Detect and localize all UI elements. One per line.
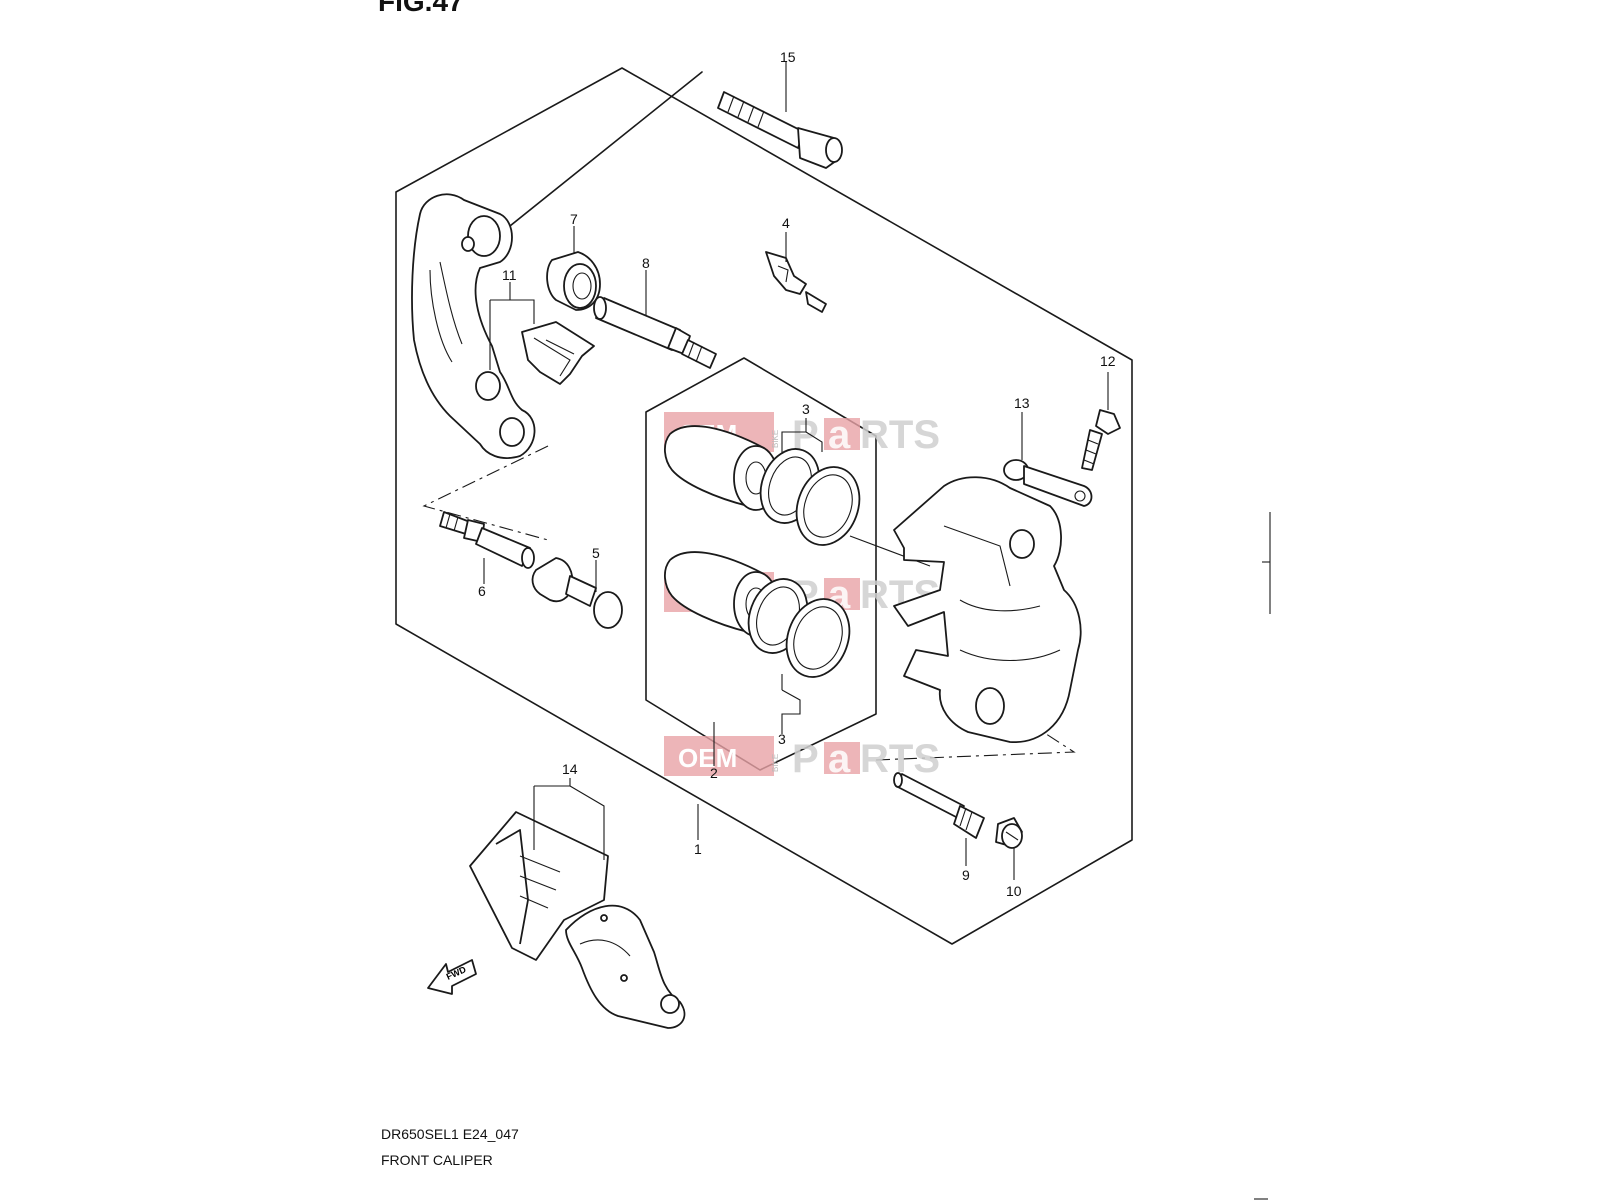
callout-7: 7 (570, 211, 578, 227)
seal-upper-outer (795, 466, 861, 546)
pin-part-9 (893, 772, 985, 839)
svg-text:a: a (828, 413, 851, 457)
callout-10: 10 (1006, 883, 1022, 899)
piston-kit-outline (645, 357, 877, 771)
callout-2: 2 (710, 765, 718, 781)
callout-1: 1 (694, 841, 702, 857)
bolt-guide-line (479, 71, 703, 251)
callout-12: 12 (1100, 353, 1116, 369)
callout-5: 5 (592, 545, 600, 561)
plug-part-10 (995, 817, 1023, 849)
fwd-arrow-icon: FWD (427, 959, 477, 995)
svg-text:RTS: RTS (860, 413, 940, 457)
cap-strap-part-13 (1003, 459, 1093, 507)
brake-pads-part-14 (469, 811, 686, 1029)
pad-spring-part-11 (521, 321, 595, 385)
bleeder-part-12 (1081, 409, 1121, 471)
boot-part-5 (531, 557, 623, 629)
callout-14: 14 (562, 761, 578, 777)
svg-text:OEM: OEM (678, 743, 737, 773)
pin-part-8 (593, 296, 717, 369)
diagram-title: FRONT CALIPER (381, 1152, 493, 1168)
svg-text:BIKE: BIKE (771, 430, 780, 448)
pin-part-6 (439, 511, 535, 569)
callout-4: 4 (782, 215, 790, 231)
figure-label: FIG.47 (378, 0, 464, 17)
seal-lower-outer (785, 598, 851, 678)
guide-line (422, 445, 549, 541)
spring-clip-part-4 (765, 251, 827, 313)
diagram-code: DR650SEL1 E24_047 (381, 1126, 519, 1142)
svg-text:a: a (828, 737, 851, 781)
bolt-part-15 (717, 91, 843, 169)
svg-text:P: P (792, 737, 819, 781)
callout-13: 13 (1014, 395, 1030, 411)
callout-3-lower: 3 (778, 731, 786, 747)
boot-part-7 (546, 251, 601, 311)
caliper-body (893, 476, 1082, 743)
callout-3-upper: 3 (802, 401, 810, 417)
guide-line (875, 729, 1076, 761)
caliper-bracket (411, 193, 536, 459)
callout-6: 6 (478, 583, 486, 599)
callout-11: 11 (502, 267, 517, 283)
leader-lines (483, 62, 1109, 880)
svg-text:BIKE: BIKE (771, 754, 780, 772)
callout-15: 15 (780, 49, 796, 65)
callout-8: 8 (642, 255, 650, 271)
assembly-outline (395, 67, 1133, 945)
callout-9: 9 (962, 867, 970, 883)
